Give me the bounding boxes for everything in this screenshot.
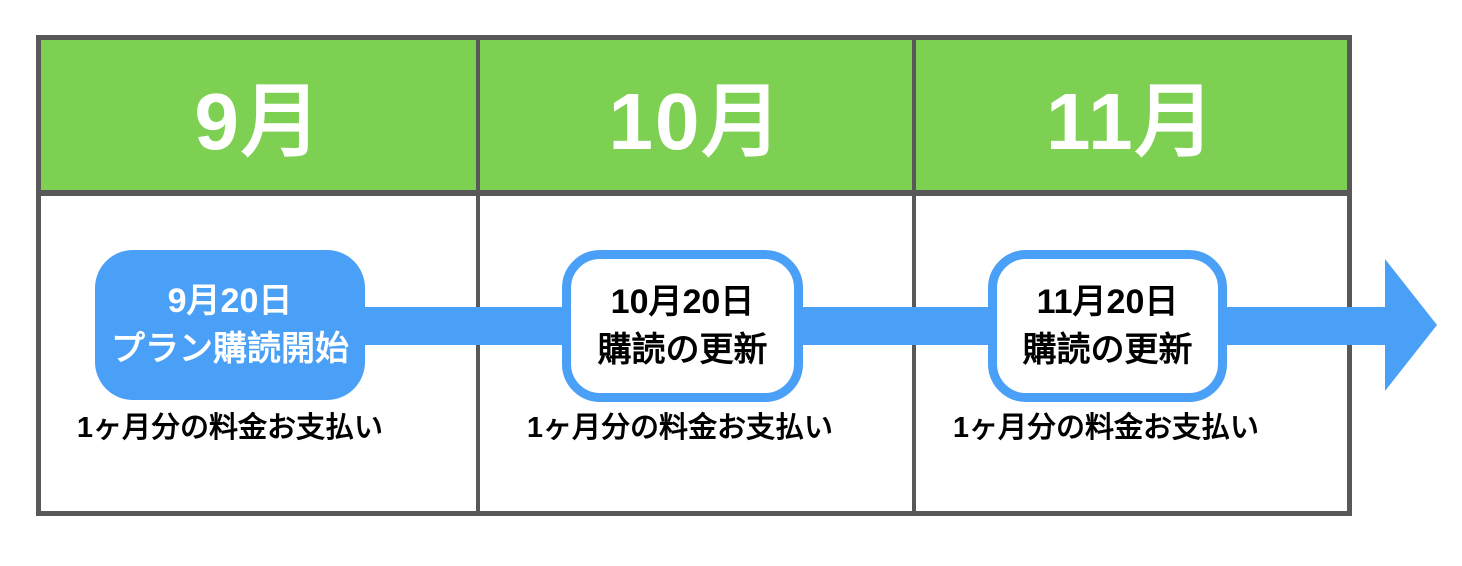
payment-caption-october: 1ヶ月分の料金お支払い: [526, 412, 834, 444]
payment-caption-september: 1ヶ月分の料金お支払い: [76, 412, 384, 444]
month-body-october: [476, 196, 911, 511]
month-header-october: 10月: [476, 40, 912, 196]
event-box-plan-start: 9月20日 プラン購読開始: [95, 250, 365, 400]
event-date: 9月20日: [167, 282, 293, 320]
right-arrowhead-icon: [1385, 259, 1437, 391]
payment-caption-november: 1ヶ月分の料金お支払い: [952, 412, 1260, 444]
month-header-september: 9月: [41, 40, 477, 196]
event-date: 10月20日: [610, 283, 755, 321]
event-label: 購読の更新: [1022, 331, 1193, 369]
event-label: プラン購読開始: [111, 330, 349, 368]
month-body-november: [911, 196, 1347, 511]
month-header-november: 11月: [911, 40, 1347, 196]
event-date: 11月20日: [1036, 283, 1179, 321]
event-box-renewal-october: 10月20日 購読の更新: [562, 250, 803, 402]
event-box-renewal-november: 11月20日 購読の更新: [988, 250, 1227, 402]
event-label: 購読の更新: [597, 331, 768, 369]
